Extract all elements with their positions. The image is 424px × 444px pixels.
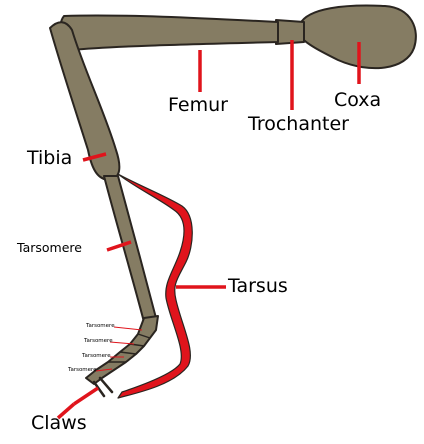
claws-label: Claws bbox=[31, 412, 87, 434]
tibia-segment bbox=[49, 21, 121, 181]
coxa-segment bbox=[299, 4, 417, 70]
claws-segment bbox=[92, 376, 114, 398]
small-tarsomere-label: Tarsomere bbox=[68, 367, 97, 373]
small-tarsomere-label: Tarsomere bbox=[86, 323, 115, 329]
trochanter-label: Trochanter bbox=[248, 113, 349, 135]
tarsomere-label: Tarsomere bbox=[17, 240, 82, 255]
femur-label: Femur bbox=[168, 94, 228, 116]
claws-pointer-1 bbox=[73, 386, 99, 406]
small-tarsomere-label: Tarsomere bbox=[84, 338, 113, 344]
small-tarsomeres-segment bbox=[85, 315, 159, 385]
tibia-pointer bbox=[82, 152, 107, 162]
tarsus-label: Tarsus bbox=[228, 275, 288, 297]
tibia-label: Tibia bbox=[27, 147, 73, 169]
small-tarsomere-label: Tarsomere bbox=[82, 353, 111, 359]
tarsus-outline bbox=[117, 173, 193, 399]
tarsomere-pointer bbox=[106, 240, 132, 252]
coxa-label: Coxa bbox=[334, 89, 382, 111]
femur-segment bbox=[59, 14, 279, 51]
trochanter-segment bbox=[275, 19, 305, 45]
claws-pointer-2 bbox=[56, 402, 76, 420]
